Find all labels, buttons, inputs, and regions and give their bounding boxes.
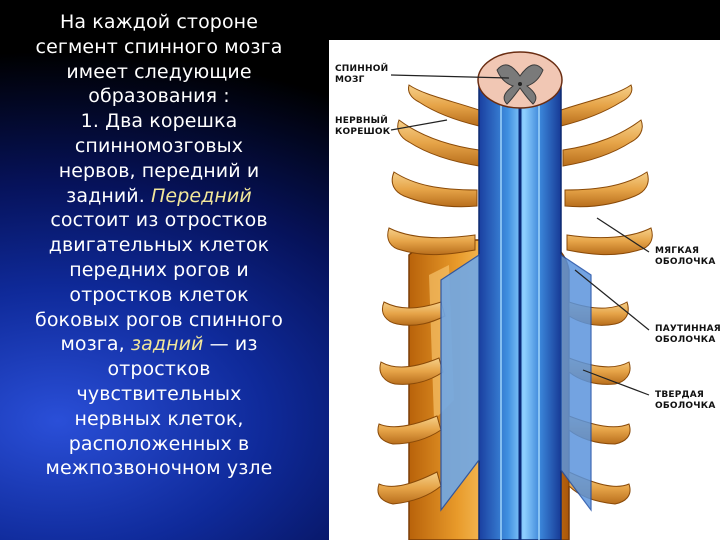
label-pointer-lines xyxy=(390,74,650,396)
spinal-cord-illustration: СПИННОЙ МОЗГ НЕРВНЫЙ КОРЕШОК МЯГКАЯ ОБОЛ… xyxy=(329,40,720,540)
label-pia-mater: МЯГКАЯ ОБОЛОЧКА xyxy=(655,246,715,268)
text-line: сегмент спинного мозга xyxy=(35,35,283,58)
text-line: имеет следующие xyxy=(66,60,252,83)
text-line: нервных клеток, xyxy=(74,407,244,430)
label-line: НЕРВНЫЙ xyxy=(335,116,388,126)
text-line: отростков клеток xyxy=(69,283,249,306)
text-line: отростков xyxy=(107,358,211,381)
arachnoid-layer xyxy=(440,253,592,512)
label-line: ОБОЛОЧКА xyxy=(655,257,716,267)
label-line: ОБОЛОЧКА xyxy=(655,401,716,411)
label-nerve-root: НЕРВНЫЙ КОРЕШОК xyxy=(335,116,390,138)
text-line: 1. Два корешка xyxy=(80,110,238,133)
label-arachnoid: ПАУТИННАЯ ОБОЛОЧКА xyxy=(655,324,720,346)
label-dura-mater: ТВЕРДАЯ ОБОЛОЧКА xyxy=(655,390,715,412)
spinal-cord-cross-section xyxy=(477,51,563,109)
text-line: На каждой стороне xyxy=(60,11,258,33)
text-fragment: — из xyxy=(203,333,258,356)
label-spinal-cord: СПИННОЙ МОЗГ xyxy=(335,64,388,86)
text-line: состоит из отростков xyxy=(50,209,268,232)
text-line: передних рогов и xyxy=(69,258,249,281)
text-line: задний. Передний xyxy=(2,184,316,209)
label-line: МЯГКАЯ xyxy=(655,246,700,256)
text-line: спинномозговых xyxy=(74,134,244,157)
text-line: межпозвоночном узле xyxy=(45,457,273,480)
label-line: ОБОЛОЧКА xyxy=(655,335,716,345)
text-fragment: мозга, xyxy=(60,333,131,356)
highlighted-term-anterior: Передний xyxy=(151,184,252,207)
slide-text: На каждой стороне сегмент спинного мозга… xyxy=(2,10,316,481)
label-line: ТВЕРДАЯ xyxy=(655,390,705,400)
label-line: ПАУТИННАЯ xyxy=(655,324,720,334)
text-line: двигательных клеток xyxy=(48,234,270,257)
spinal-cord-column xyxy=(478,79,562,540)
label-line: МОЗГ xyxy=(335,75,365,85)
spinal-cord-drawing xyxy=(377,51,653,540)
text-line: боковых рогов спинного xyxy=(35,308,283,331)
label-line: КОРЕШОК xyxy=(335,127,391,137)
text-fragment: задний. xyxy=(66,184,152,207)
text-line: нервов, передний и xyxy=(58,159,260,182)
text-line: чувствительных xyxy=(76,382,242,405)
highlighted-term-posterior: задний xyxy=(130,333,204,356)
label-line: СПИННОЙ xyxy=(335,64,389,74)
nerve-roots-left xyxy=(377,84,480,505)
text-line: мозга, задний — из xyxy=(2,332,316,357)
text-line: расположенных в xyxy=(68,432,250,455)
text-line: образования : xyxy=(88,85,230,108)
